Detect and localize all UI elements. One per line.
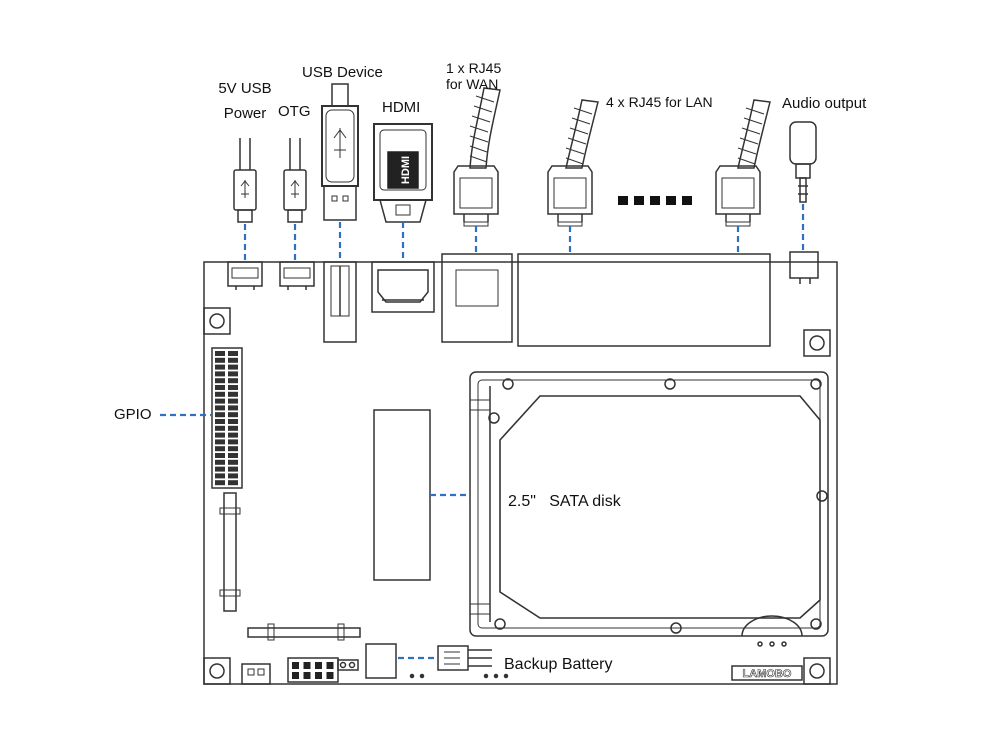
hdmi-label: HDMI [382,99,421,116]
audio-label: Audio output [782,95,867,112]
gpio-header [211,347,243,489]
gpio-pin [228,432,238,438]
gpio-pin [228,378,238,384]
board-outline [203,261,838,685]
gpio-pin [215,412,225,418]
usb-power-plug-icon [233,138,257,223]
gpio-pin [228,351,238,356]
gpio-pin [215,351,225,356]
gpio-pin [228,398,238,404]
wan-label-line1: 1 x RJ45 [446,60,502,76]
audio-jack [789,251,819,284]
gpio-pin [228,446,238,452]
board-logo: LAMOBO [743,668,792,680]
mounting-hole [803,657,831,685]
gpio-label: GPIO [114,406,152,423]
sata-disk [469,371,829,647]
pin-header [287,657,339,683]
gpio-pin [215,480,225,486]
battery-connector [365,643,397,679]
gpio-pin [215,385,225,390]
gpio-pin [228,419,238,424]
gpio-pin [215,405,225,411]
mounting-hole [203,307,231,335]
gpio-pin [228,412,238,418]
gpio-pin [215,364,225,370]
battery-plug [437,645,492,671]
otg-label: OTG [278,103,311,120]
usb-device-label: USB Device [302,64,383,81]
header-pin [315,672,322,679]
gpio-pin [215,466,225,472]
mounting-hole [803,329,831,357]
power-header [241,663,271,685]
gpio-pin [228,405,238,411]
header-pin [315,662,322,669]
header-pin [292,672,299,679]
lan-plug-icon [715,99,771,227]
gpio-pin [228,357,238,363]
gpio-pin [215,453,225,458]
usb-power-port [227,261,263,290]
jumper [337,659,359,671]
mounting-hole [203,657,231,685]
gpio-pin [228,425,238,431]
gpio-pin [215,398,225,404]
gpio-pin [228,459,238,465]
gpio-pin [215,419,225,424]
gpio-pin [215,357,225,363]
gpio-pin [215,473,225,479]
gpio-pin [228,364,238,370]
gpio-pin [215,439,225,445]
gpio-pin [215,378,225,384]
lan-plug-icon [547,99,599,227]
gpio-pin [228,439,238,445]
horizontal-slot [247,623,361,641]
wan-label: 1 x RJ45 for WAN [446,60,501,92]
header-pin [292,662,299,669]
gpio-pin [228,391,238,397]
sata-label: 2.5" SATA disk [508,493,621,510]
gpio-pin [215,446,225,452]
gpio-pin [228,385,238,390]
lan-label: 4 x RJ45 for LAN [606,94,713,110]
header-pin [303,662,311,669]
gpio-pin [215,391,225,397]
wan-port [441,253,513,343]
gpio-pin [215,432,225,438]
lan-port-block [517,253,771,347]
gpio-pin [228,466,238,472]
wan-plug-icon [453,87,501,227]
audio-plug-icon [789,121,817,203]
board-logo-box [731,665,803,681]
usb-device-port [323,261,357,343]
header-pin [326,672,334,679]
ellipsis-icon [618,196,692,205]
usb-power-label-line1: 5V USB [218,80,272,97]
gpio-pin [215,371,225,377]
gpio-pin [215,425,225,431]
usb-power-label-line2: Power [223,105,267,122]
battery-label: Backup Battery [504,656,613,673]
hdmi-port [371,261,435,313]
otg-plug-icon [283,138,307,223]
gpio-pin [228,371,238,377]
otg-port [279,261,315,290]
wan-label-line2: for WAN [446,76,499,92]
hdmi-plug-text: HDMI [400,156,412,184]
usb-device-plug-icon [321,83,359,221]
gpio-pin [228,453,238,458]
gpio-pin [228,480,238,486]
header-pin [303,672,311,679]
hdmi-plug-icon [373,123,433,223]
gpio-pin [215,459,225,465]
gpio-pin [228,473,238,479]
header-pin [326,662,334,669]
usb-power-label: 5V USB Power [214,80,276,122]
vertical-slot [219,492,241,612]
